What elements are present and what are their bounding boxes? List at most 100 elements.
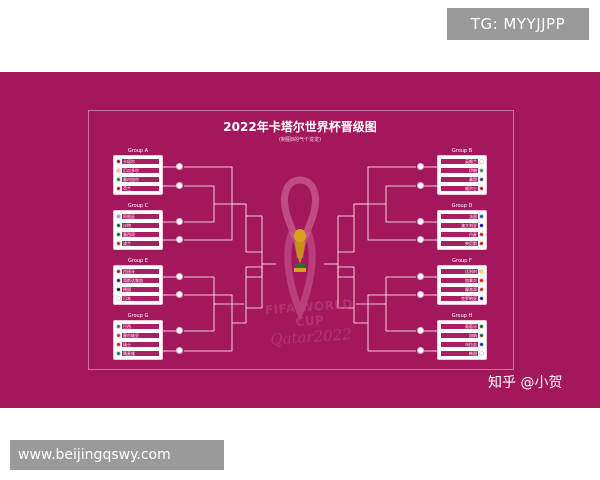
team-row: 伊朗 [440,167,484,174]
team-name: 卡塔尔 [122,159,159,164]
team-name: 美国 [441,177,478,182]
team-name: 韩国 [441,351,478,356]
flag-icon [479,177,484,182]
flag-icon [116,287,121,292]
team-name: 乌拉圭 [441,342,478,347]
team-name: 法国 [441,214,478,219]
team-name: 突尼斯 [441,241,478,246]
bracket-poster: 2022年卡塔尔世界杯晋级图 (制图8的气个龙龙) [0,72,600,408]
flag-icon [116,186,121,191]
flag-icon [479,333,484,338]
r16-slot [417,236,424,243]
team-name: 德国 [122,287,159,292]
team-name: 加纳 [441,333,478,338]
r16-slot [417,163,424,170]
r16-slot [417,182,424,189]
team-row: 韩国 [440,350,484,357]
r16-slot [176,163,183,170]
bracket-frame [88,110,514,370]
flag-icon [479,186,484,191]
team-row: 波兰 [116,240,160,247]
source-url-badge[interactable]: www.beijingqswy.com [10,440,224,470]
team-row: 哥斯达黎加 [116,277,160,284]
r16-slot [417,291,424,298]
r16-slot [176,327,183,334]
team-name: 摩洛哥 [441,287,478,292]
team-name: 西班牙 [122,269,159,274]
bracket-lines [163,166,437,352]
group-c-box: 阿根廷 沙特 墨西哥 波兰 [113,210,163,250]
flag-icon [479,232,484,237]
team-name: 塞尔维亚 [122,333,159,338]
team-name: 澳大利亚 [441,223,478,228]
team-name: 沙特 [122,223,159,228]
flag-icon [116,296,121,301]
r16-slot [176,218,183,225]
r16-slot [417,218,424,225]
team-row: 厄瓜多尔 [116,167,160,174]
group-d-label: Group D [451,203,473,209]
flag-icon [116,177,121,182]
team-row: 巴西 [116,323,160,330]
flag-icon [116,342,121,347]
group-b-label: Group B [451,148,473,154]
team-row: 墨西哥 [116,231,160,238]
group-f-box: 比利时 加拿大 摩洛哥 克罗地亚 [437,265,487,305]
team-name: 比利时 [441,269,478,274]
team-row: 威尔士 [440,185,484,192]
group-e-box: 西班牙 哥斯达黎加 德国 日本 [113,265,163,305]
group-d-box: 法国 澳大利亚 丹麦 突尼斯 [437,210,487,250]
team-name: 墨西哥 [122,232,159,237]
team-row: 克罗地亚 [440,295,484,302]
flag-icon [479,159,484,164]
team-row: 加拿大 [440,277,484,284]
flag-icon [116,232,121,237]
team-name: 克罗地亚 [441,296,478,301]
team-row: 葡萄牙 [440,323,484,330]
group-c-label: Group C [127,203,149,209]
world-cup-emblem-icon [281,176,319,322]
flag-icon [116,241,121,246]
r16-slot [176,347,183,354]
r16-slot [176,236,183,243]
poster-title: 2022年卡塔尔世界杯晋级图 [223,120,377,134]
poster-subtitle: (制图8的气个龙龙) [278,137,322,143]
group-b-box: 英格兰 伊朗 美国 威尔士 [437,155,487,195]
group-e-label: Group E [128,258,148,264]
team-name: 伊朗 [441,168,478,173]
group-h-label: Group H [451,313,473,319]
team-row: 沙特 [116,222,160,229]
group-a-label: Group A [127,148,149,154]
zhihu-credit: 知乎 @小贺 [488,375,563,391]
team-name: 波兰 [122,241,159,246]
r16-slot [176,182,183,189]
team-name: 加拿大 [441,278,478,283]
flag-icon [479,223,484,228]
world-cup-watermark: FIFA WORLD CUP Qatar2022 [254,296,367,349]
team-row: 德国 [116,286,160,293]
flag-icon [479,342,484,347]
team-row: 丹麦 [440,231,484,238]
r16-slot [417,347,424,354]
flag-icon [479,214,484,219]
team-row: 突尼斯 [440,240,484,247]
team-name: 哥斯达黎加 [122,278,159,283]
flag-icon [479,287,484,292]
group-g-box: 巴西 塞尔维亚 瑞士 喀麦隆 [113,320,163,360]
team-name: 威尔士 [441,186,478,191]
flag-icon [116,269,121,274]
team-name: 瑞士 [122,342,159,347]
trophy-icon [294,229,306,272]
team-name: 喀麦隆 [122,351,159,356]
flag-icon [116,168,121,173]
team-row: 摩洛哥 [440,286,484,293]
team-row: 瑞士 [116,341,160,348]
group-h-box: 葡萄牙 加纳 乌拉圭 韩国 [437,320,487,360]
flag-icon [479,278,484,283]
flag-icon [479,351,484,356]
team-name: 英格兰 [441,159,478,164]
flag-icon [479,241,484,246]
team-row: 卡塔尔 [116,158,160,165]
team-name: 巴西 [122,324,159,329]
team-name: 塞内加尔 [122,177,159,182]
